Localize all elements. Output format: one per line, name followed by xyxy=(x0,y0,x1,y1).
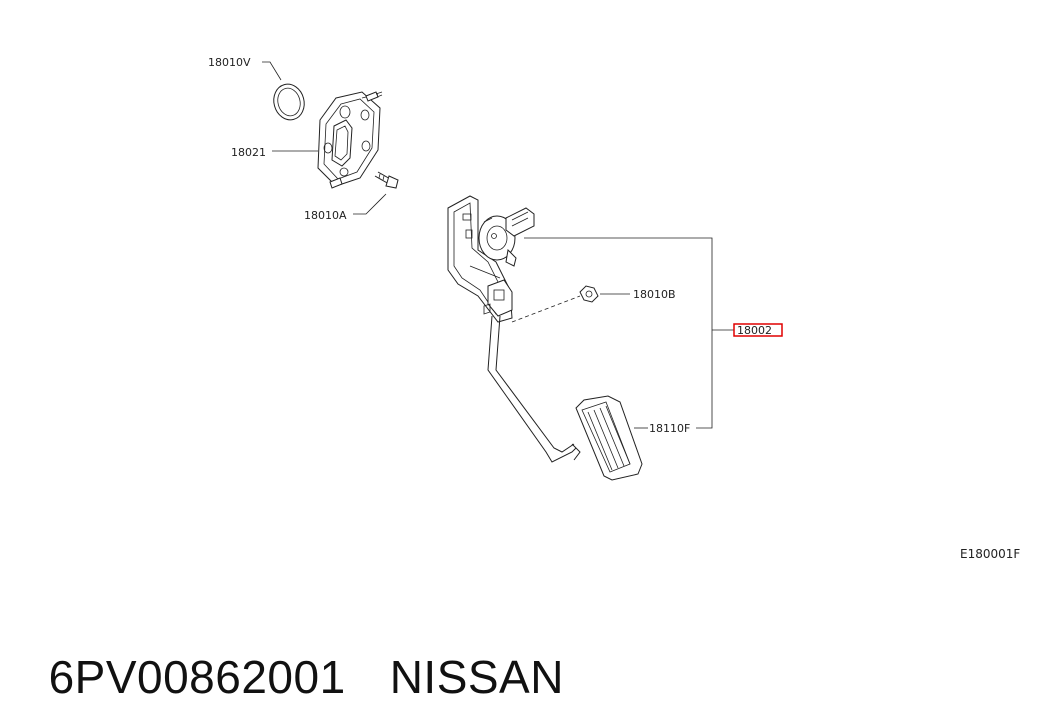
pedal-arm-part[interactable] xyxy=(487,315,581,463)
pedal-pivot-part[interactable] xyxy=(483,279,513,317)
footer-caption: 6PV00862001 NISSAN xyxy=(22,596,564,704)
mounting-plate-part[interactable] xyxy=(317,91,381,187)
sensor-connector-part[interactable] xyxy=(505,207,535,237)
bolt-bottom-part[interactable] xyxy=(329,177,343,189)
assembly-bracket-line xyxy=(524,237,713,429)
leader-18010v xyxy=(262,61,282,81)
figure-code: E180001F xyxy=(960,547,1020,561)
part-number: 6PV00862001 xyxy=(48,651,346,703)
bolt-18010a-part[interactable] xyxy=(374,171,399,189)
dashed-leader-nut xyxy=(511,295,581,323)
pedal-pad-part[interactable] xyxy=(575,395,643,481)
label-18010a[interactable]: 18010A xyxy=(304,209,347,222)
brand-name: NISSAN xyxy=(389,651,564,703)
label-18010b[interactable]: 18010B xyxy=(633,288,676,301)
label-18021[interactable]: 18021 xyxy=(231,146,266,159)
highlight-box-18002 xyxy=(733,323,783,337)
nut-18010b-part[interactable] xyxy=(579,285,599,303)
label-18002[interactable]: 18002 xyxy=(737,324,772,337)
bolt-top-part[interactable] xyxy=(365,91,383,102)
label-18010v[interactable]: 18010V xyxy=(208,56,251,69)
o-ring-part[interactable] xyxy=(270,81,308,124)
pedal-assembly-diagram: 18010V 18021 18010A xyxy=(208,56,1020,561)
label-18110f[interactable]: 18110F xyxy=(649,422,690,435)
leader-18010a xyxy=(353,193,387,215)
